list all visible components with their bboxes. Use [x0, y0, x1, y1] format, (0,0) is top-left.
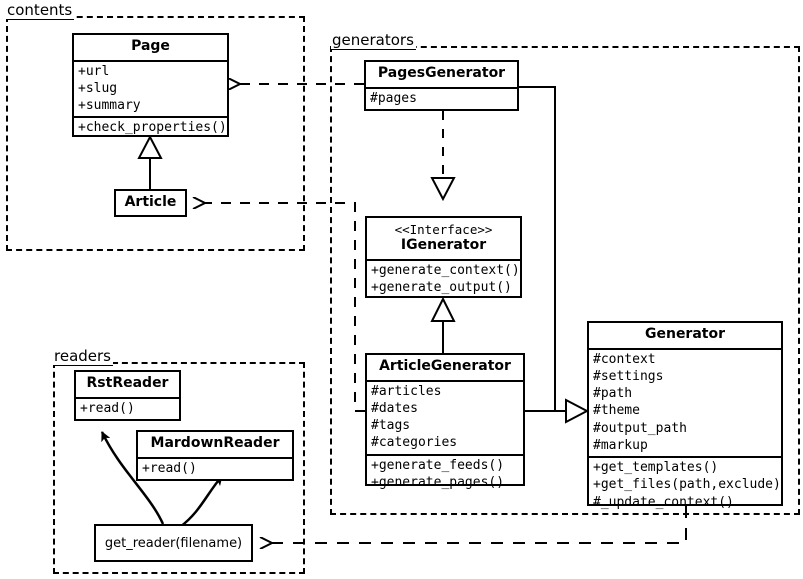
- class-articlegenerator-name: ArticleGenerator: [379, 358, 511, 374]
- class-page-name: Page: [131, 38, 170, 54]
- attribute: #categories: [371, 435, 458, 451]
- class-igenerator-label: IGenerator: [400, 237, 487, 253]
- class-igenerator-stereotype: <<Interface>>: [394, 222, 493, 237]
- class-pagesgenerator[interactable]: PagesGenerator #pages: [364, 60, 519, 111]
- class-generator-methods: +get_templates() +get_files(path,exclude…: [589, 456, 781, 513]
- method: +read(): [80, 400, 135, 416]
- method: +check_properties(): [78, 120, 227, 136]
- attribute: +slug: [78, 80, 118, 96]
- class-generator[interactable]: Generator #context #settings #path #them…: [587, 321, 783, 510]
- class-igenerator-methods: +generate_context() +generate_output(): [367, 258, 520, 299]
- method: +generate_context(): [371, 262, 520, 278]
- class-igenerator[interactable]: <<Interface>> IGenerator +generate_conte…: [365, 216, 522, 298]
- class-mardownreader-methods: +read(): [138, 456, 292, 479]
- package-readers: [53, 362, 305, 574]
- class-page-attributes: +url +slug +summary: [74, 59, 227, 117]
- function-get-reader-label: get_reader(filename): [104, 535, 243, 551]
- package-contents-label: contents: [6, 1, 75, 20]
- method: +read(): [142, 460, 197, 476]
- attribute: #output_path: [593, 420, 687, 436]
- method: +generate_pages(): [371, 474, 505, 490]
- class-mardownreader-name: MardownReader: [150, 435, 280, 451]
- package-readers-label: readers: [53, 347, 113, 366]
- class-rstreader[interactable]: RstReader +read(): [74, 370, 181, 421]
- class-page-methods: +check_properties(): [74, 116, 227, 138]
- attribute: #path: [593, 386, 633, 402]
- attribute: #tags: [371, 418, 411, 434]
- package-contents: [6, 16, 305, 251]
- attribute: +summary: [78, 98, 141, 114]
- function-get-reader[interactable]: get_reader(filename): [94, 524, 253, 562]
- class-generator-name: Generator: [644, 326, 725, 342]
- class-igenerator-name: <<Interface>> IGenerator: [367, 218, 520, 259]
- class-rstreader-name: RstReader: [86, 375, 169, 391]
- attribute: #markup: [593, 437, 648, 453]
- attribute: #theme: [593, 403, 640, 419]
- class-pagesgenerator-name: PagesGenerator: [377, 65, 506, 81]
- attribute: #settings: [593, 368, 664, 384]
- class-articlegenerator-methods: +generate_feeds() +generate_pages(): [367, 453, 523, 494]
- class-article[interactable]: Article: [114, 189, 187, 217]
- attribute: +url: [78, 63, 110, 79]
- method: +get_files(path,exclude): [593, 477, 781, 493]
- method: +generate_output(): [371, 279, 512, 295]
- attribute: #articles: [371, 383, 442, 399]
- class-generator-attributes: #context #settings #path #theme #output_…: [589, 347, 781, 457]
- attribute: #pages: [370, 90, 417, 106]
- method: #_update_context(): [593, 494, 734, 510]
- class-article-name: Article: [124, 194, 177, 210]
- method: +get_templates(): [593, 460, 719, 476]
- attribute: #context: [593, 351, 656, 367]
- class-pagesgenerator-attributes: #pages: [366, 86, 517, 109]
- method: +generate_feeds(): [371, 457, 505, 473]
- attribute: #dates: [371, 400, 418, 416]
- package-generators-label: generators: [331, 31, 416, 50]
- class-page[interactable]: Page +url +slug +summary +check_properti…: [72, 33, 229, 137]
- class-rstreader-methods: +read(): [76, 396, 179, 419]
- class-articlegenerator-attributes: #articles #dates #tags #categories: [367, 379, 523, 454]
- class-mardownreader[interactable]: MardownReader +read(): [136, 430, 294, 481]
- class-articlegenerator[interactable]: ArticleGenerator #articles #dates #tags …: [365, 353, 525, 490]
